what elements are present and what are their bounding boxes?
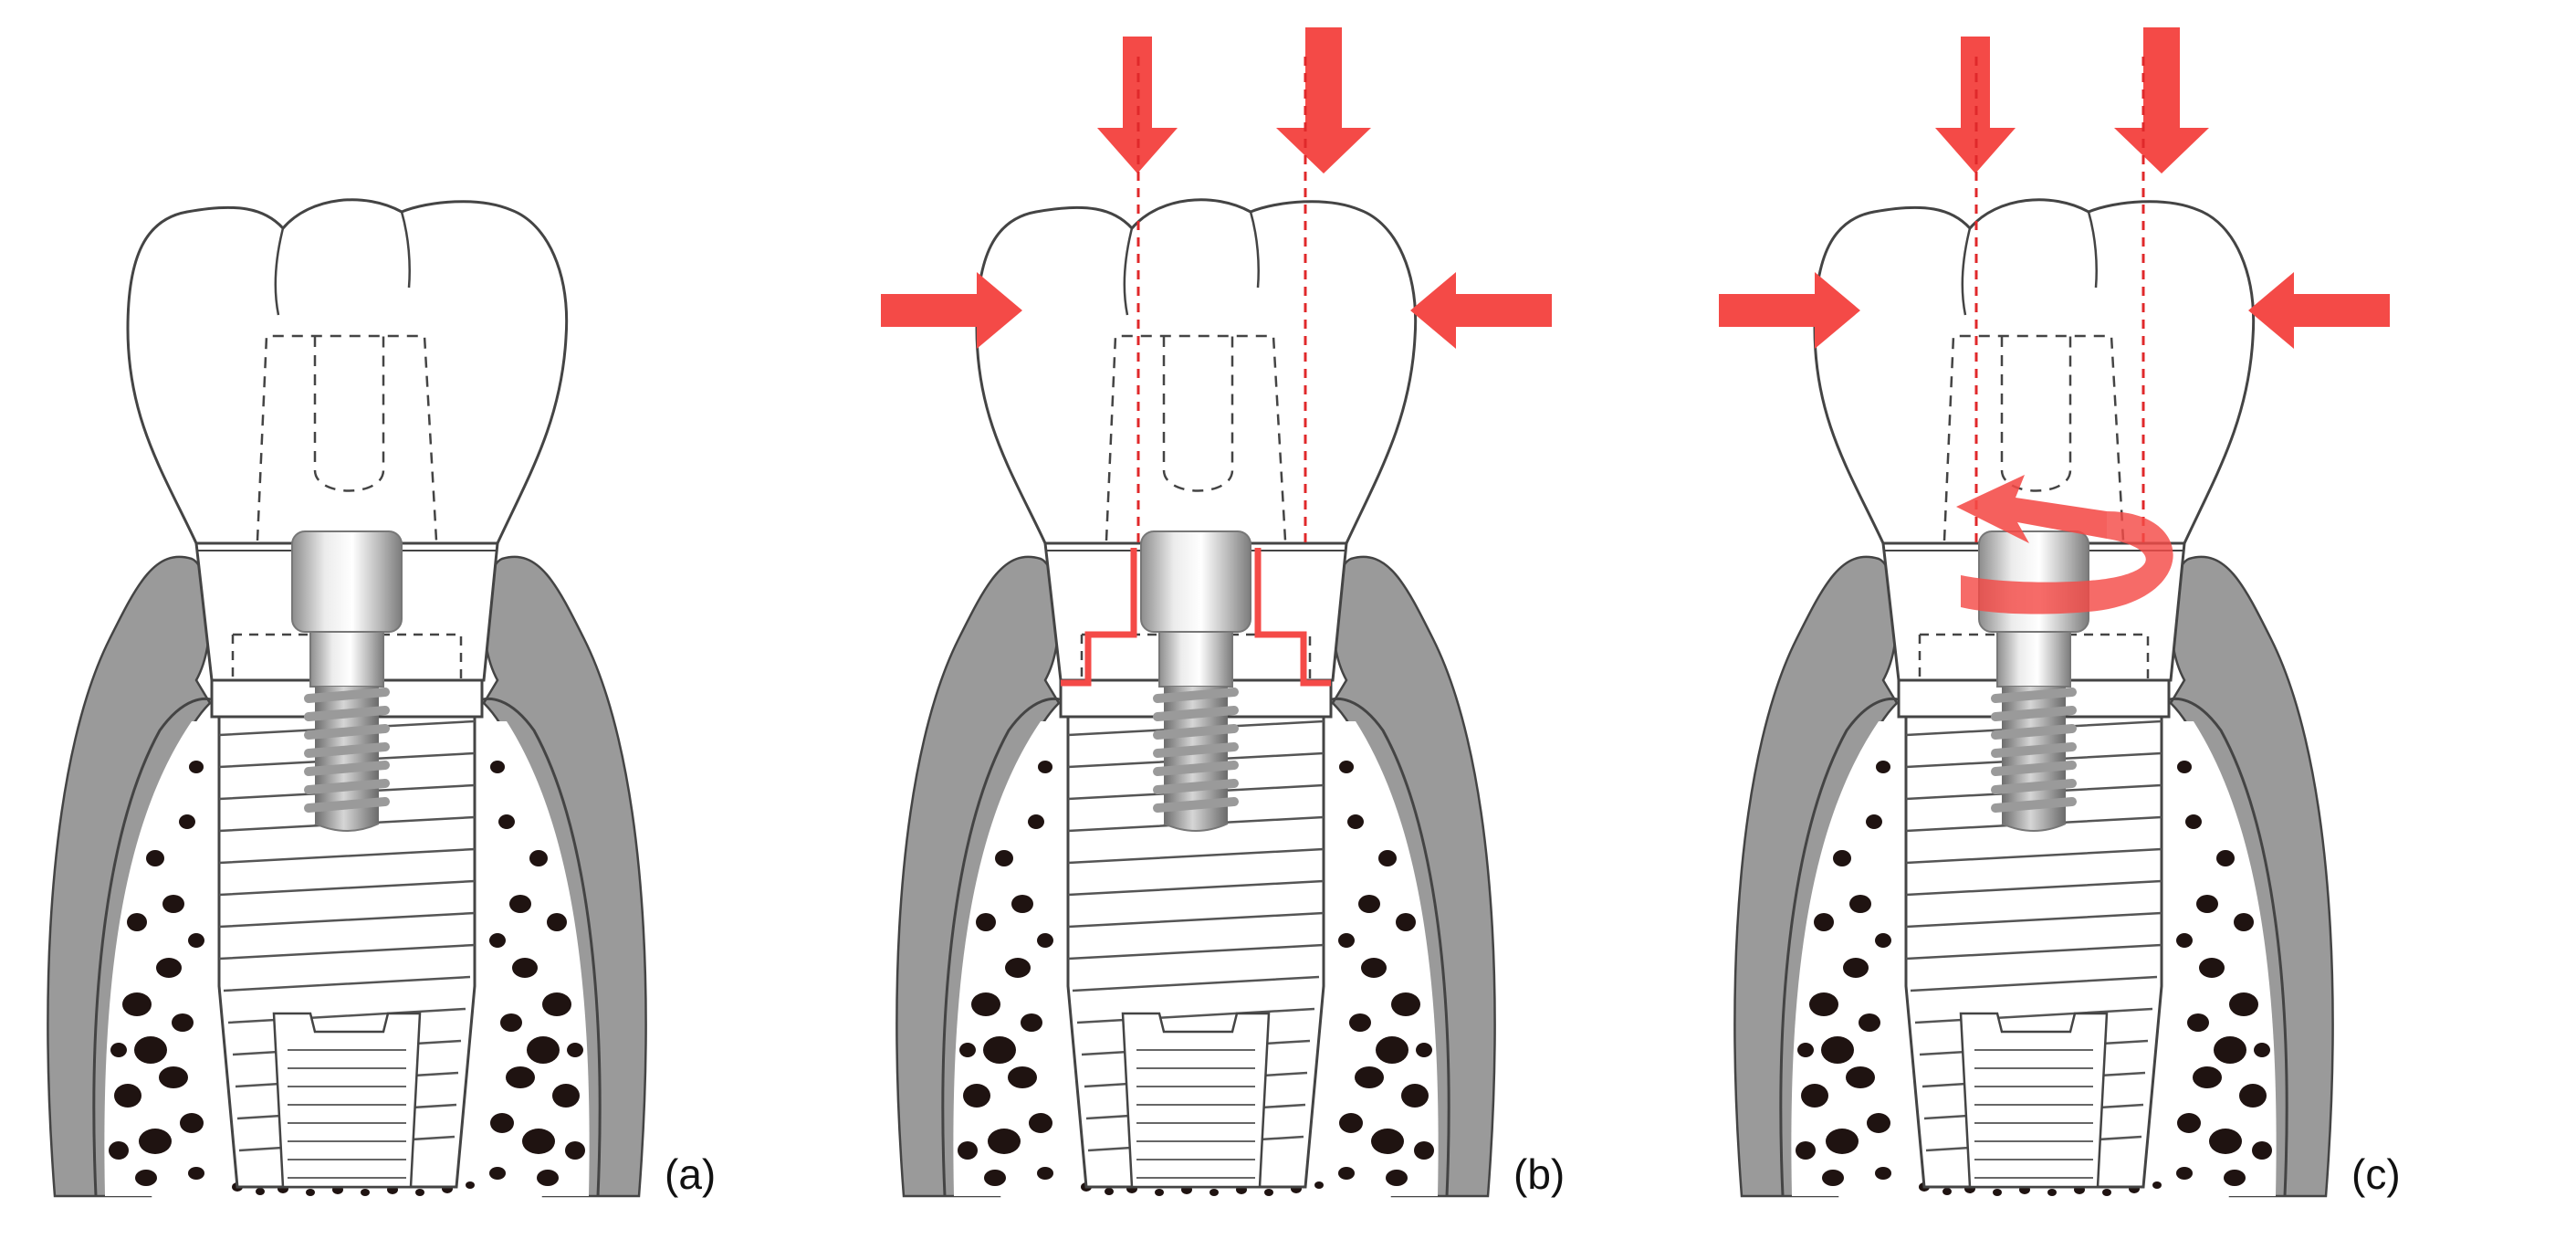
contact-path-highlight [1061,548,1331,687]
panel-label-c: (c) [2351,1150,2401,1198]
implant-assembly-b [897,200,1495,1196]
rotation-arrow [1956,475,2173,614]
implant-assembly-c [1735,200,2333,1196]
implant-assembly-a [48,200,646,1196]
panel-label-a: (a) [665,1150,716,1198]
panel-b: (b) [879,26,1565,1198]
panel-a: (a) [48,200,716,1198]
panel-c: (c) [1717,26,2401,1198]
panel-label-b: (b) [1513,1150,1565,1198]
